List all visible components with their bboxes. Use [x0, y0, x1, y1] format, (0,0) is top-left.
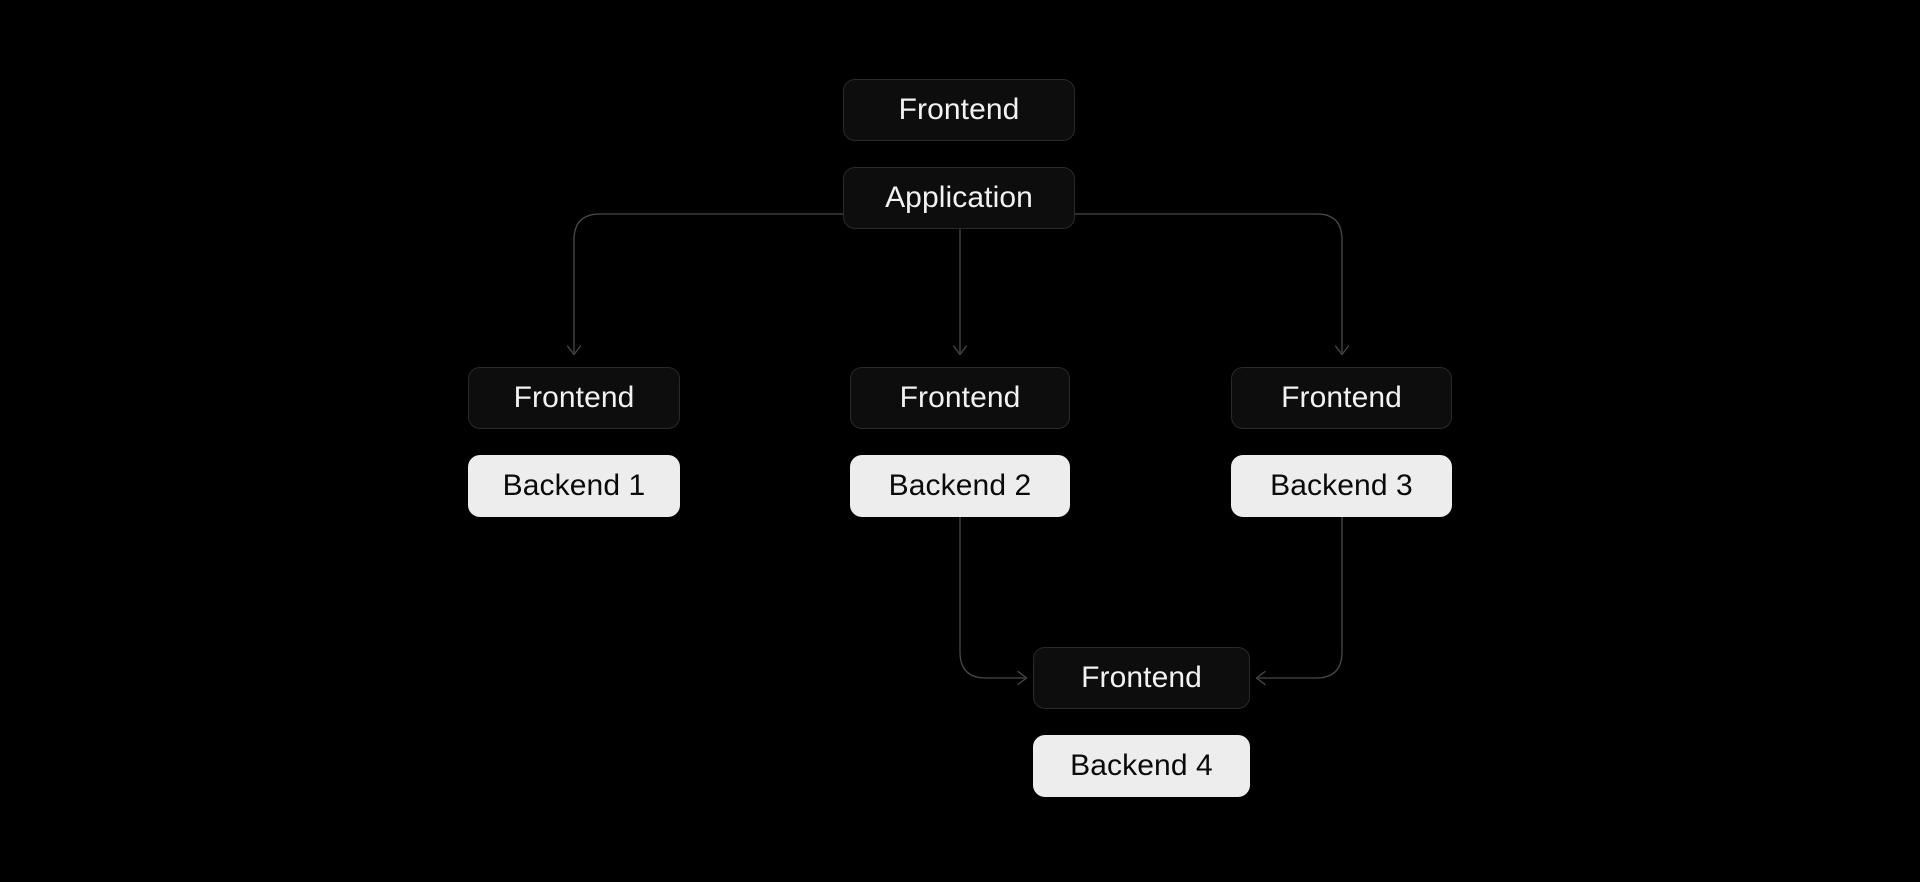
node-backend-3-label: Backend 3 — [1270, 469, 1413, 502]
node-backend-3[interactable]: Backend 3 — [1231, 455, 1452, 517]
node-frontend-3-label: Frontend — [1281, 381, 1402, 414]
edge-application-to-frontend-1-arrowhead — [566, 345, 582, 356]
node-frontend-1-label: Frontend — [513, 381, 635, 414]
node-application[interactable]: Application — [843, 167, 1075, 229]
edge-application-to-frontend-2-arrowhead — [952, 345, 968, 356]
edge-backend-3-to-frontend-4-arrowhead — [1255, 670, 1266, 686]
node-frontend-2[interactable]: Frontend — [850, 367, 1070, 429]
node-backend-4[interactable]: Backend 4 — [1033, 735, 1250, 797]
edge-application-to-frontend-3-arrowhead — [1334, 345, 1350, 356]
node-frontend-4[interactable]: Frontend — [1033, 647, 1250, 709]
node-backend-2[interactable]: Backend 2 — [850, 455, 1070, 517]
edge-application-to-frontend-1 — [573, 213, 844, 353]
node-frontend-1[interactable]: Frontend — [468, 367, 680, 429]
node-frontend-2-label: Frontend — [899, 381, 1021, 414]
node-backend-2-label: Backend 2 — [888, 469, 1032, 502]
node-frontend-root[interactable]: Frontend — [843, 79, 1075, 141]
edge-backend-3-to-frontend-4 — [1258, 516, 1343, 679]
node-frontend-root-label: Frontend — [898, 93, 1020, 126]
edge-backend-2-to-frontend-4 — [959, 516, 1025, 679]
node-frontend-3[interactable]: Frontend — [1231, 367, 1452, 429]
node-application-label: Application — [885, 181, 1033, 214]
edge-backend-2-to-frontend-4-arrowhead — [1017, 670, 1028, 686]
node-backend-4-label: Backend 4 — [1070, 749, 1213, 782]
node-backend-1[interactable]: Backend 1 — [468, 455, 680, 517]
edge-application-to-frontend-3 — [1074, 213, 1343, 353]
node-frontend-4-label: Frontend — [1081, 661, 1202, 694]
node-backend-1-label: Backend 1 — [502, 469, 646, 502]
